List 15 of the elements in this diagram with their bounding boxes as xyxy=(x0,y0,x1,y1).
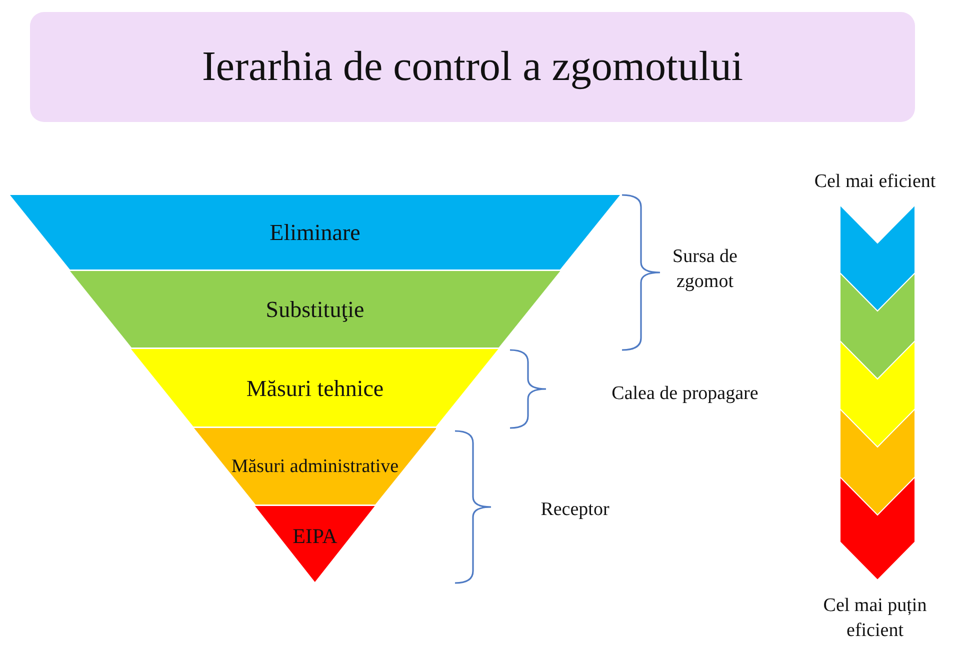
scale-label: Cel mai puțin eficient xyxy=(822,594,928,643)
bracket-label: Sursa de zgomot xyxy=(672,245,738,294)
level-label: Măsuri tehnice xyxy=(245,375,385,402)
bracket-label: Receptor xyxy=(540,498,610,522)
level-label: Măsuri administrative xyxy=(230,456,400,478)
pyramid-level xyxy=(10,195,620,271)
level-label: Eliminare xyxy=(268,220,362,246)
level-label: EIPA xyxy=(292,524,338,548)
bracket-label: Calea de propagare xyxy=(610,382,760,406)
title: Ierarhia de control a zgomotului xyxy=(202,43,744,91)
pyramid-level xyxy=(131,349,499,428)
scale-label: Cel mai eficient xyxy=(813,170,937,194)
pyramid-level xyxy=(70,271,560,349)
pyramid-level xyxy=(194,428,436,506)
level-label: Substituţie xyxy=(264,296,366,324)
